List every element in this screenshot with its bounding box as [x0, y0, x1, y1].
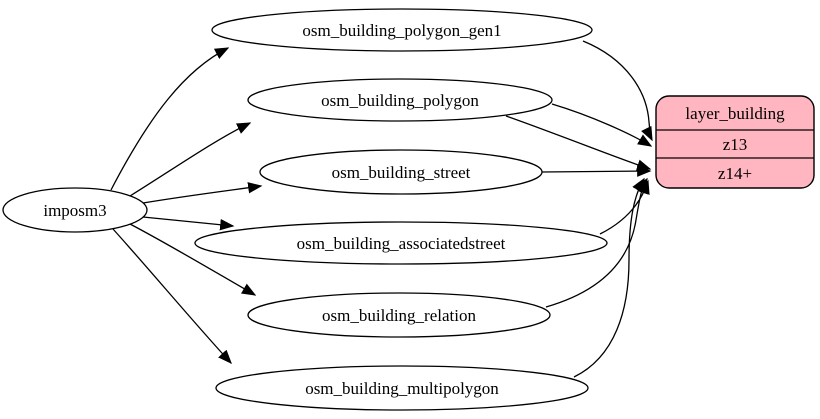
edge-imposm3-to-osm-building-associatedstreet — [142, 216, 235, 231]
layer-node-title: layer_building — [685, 104, 785, 123]
edge-osm-building-multipolygon-to-z14 — [573, 177, 645, 378]
edge-osm-building-polygon-to-z14 — [505, 115, 652, 171]
table-node-label: osm_building_relation — [322, 306, 476, 325]
table-node-label: osm_building_associatedstreet — [297, 234, 506, 253]
layer-node-layer-building: layer_building z13 z14+ — [655, 95, 815, 189]
table-node-label: osm_building_polygon_gen1 — [302, 21, 501, 40]
table-node-label: osm_building_polygon — [321, 91, 479, 110]
edge-osm-building-polygon-gen1-to-z13 — [582, 40, 653, 142]
table-node-osm-building-street: osm_building_street — [259, 149, 543, 195]
edge-osm-building-associatedstreet-to-z14 — [599, 179, 650, 235]
edge-imposm3-to-osm-building-polygon — [129, 122, 252, 197]
edge-imposm3-to-osm-building-relation — [129, 223, 257, 296]
table-node-ellipse — [247, 292, 551, 338]
edge-imposm3-to-osm-building-multipolygon — [112, 228, 232, 365]
source-node-label: imposm3 — [43, 201, 106, 220]
table-node-ellipse — [194, 221, 608, 265]
source-node-imposm3: imposm3 — [2, 187, 148, 233]
table-node-osm-building-polygon-gen1: osm_building_polygon_gen1 — [211, 8, 593, 52]
table-node-ellipse — [247, 78, 553, 122]
layer-node-body — [655, 95, 815, 189]
edge-osm-building-polygon-to-z13 — [551, 103, 653, 147]
table-node-osm-building-polygon: osm_building_polygon — [247, 78, 553, 122]
table-node-ellipse — [211, 8, 593, 52]
source-node-ellipse — [2, 187, 148, 233]
table-node-osm-building-associatedstreet: osm_building_associatedstreet — [194, 221, 608, 265]
edge-imposm3-to-osm-building-street — [142, 182, 263, 204]
layer-node-row-z13: z13 — [723, 135, 748, 154]
table-node-osm-building-multipolygon: osm_building_multipolygon — [215, 365, 589, 411]
layer-node-row-z14: z14+ — [718, 164, 752, 183]
table-node-ellipse — [259, 149, 543, 195]
table-node-label: osm_building_multipolygon — [305, 379, 499, 398]
table-node-osm-building-relation: osm_building_relation — [247, 292, 551, 338]
edge-osm-building-street-to-z14 — [541, 165, 652, 177]
edge-imposm3-to-osm-building-polygon-gen1 — [110, 47, 230, 191]
table-node-ellipse — [215, 365, 589, 411]
table-node-label: osm_building_street — [332, 163, 471, 182]
